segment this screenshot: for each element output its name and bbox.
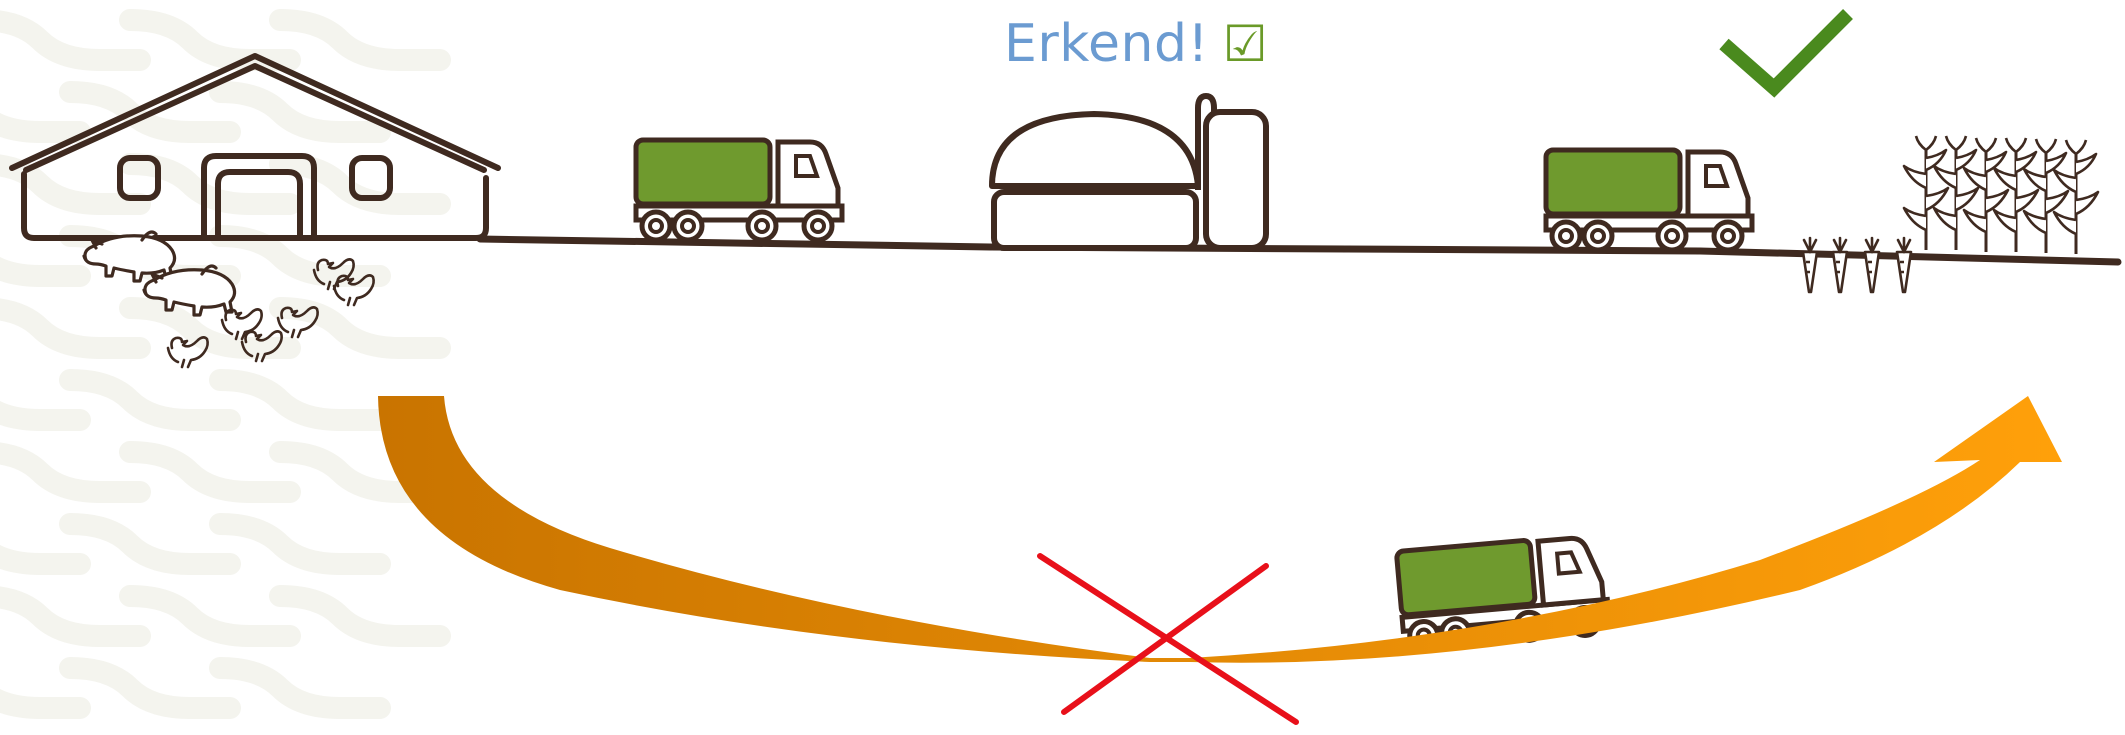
pattern-stroke xyxy=(0,112,91,143)
pattern-stroke xyxy=(0,586,151,647)
pattern-stroke xyxy=(0,10,151,71)
headline: Erkend! ☑ xyxy=(1004,18,1268,70)
pattern-stroke xyxy=(119,153,301,215)
pattern-stroke xyxy=(59,369,241,431)
checkmark-icon xyxy=(1719,9,1853,98)
pattern-stroke xyxy=(119,441,301,503)
pattern-stroke xyxy=(0,688,91,719)
curved-arrow-icon xyxy=(378,396,2062,663)
corn-field xyxy=(1902,134,2100,256)
truck-icon xyxy=(1541,145,1752,251)
pattern-stroke xyxy=(269,9,451,71)
pattern-stroke xyxy=(59,513,241,575)
checkbox-checked-icon: ☑ xyxy=(1222,15,1269,73)
headline-text: Erkend! xyxy=(1004,14,1209,74)
cross-icon xyxy=(1037,553,1299,725)
pattern-stroke xyxy=(0,154,151,215)
pattern-stroke xyxy=(59,657,241,719)
carrot-icon xyxy=(1863,236,1881,294)
pattern-stroke xyxy=(269,585,451,647)
pattern-stroke xyxy=(0,544,91,575)
carrot-row xyxy=(1801,236,1913,294)
pattern-stroke xyxy=(0,298,151,359)
pattern-stroke xyxy=(209,225,391,287)
carrot-icon xyxy=(1801,236,1819,294)
barn-icon xyxy=(9,53,501,241)
pattern-stroke xyxy=(0,442,151,503)
pattern-stroke xyxy=(209,81,391,143)
pattern-stroke xyxy=(209,657,391,719)
pattern-stroke xyxy=(269,441,451,503)
pattern-stroke xyxy=(269,297,451,359)
carrot-icon xyxy=(1895,236,1913,294)
pattern-stroke xyxy=(119,9,301,71)
background-pattern xyxy=(0,9,451,719)
truck-icon xyxy=(631,135,842,241)
pattern-stroke xyxy=(209,369,391,431)
pattern-stroke xyxy=(119,585,301,647)
pattern-stroke xyxy=(0,400,91,431)
biogas-plant-icon xyxy=(989,93,1269,251)
carrot-icon xyxy=(1831,236,1849,294)
corn-icon xyxy=(1902,134,1950,252)
pattern-stroke xyxy=(119,297,301,359)
pattern-stroke xyxy=(209,513,391,575)
pattern-stroke xyxy=(269,153,451,215)
pattern-stroke xyxy=(0,256,91,287)
